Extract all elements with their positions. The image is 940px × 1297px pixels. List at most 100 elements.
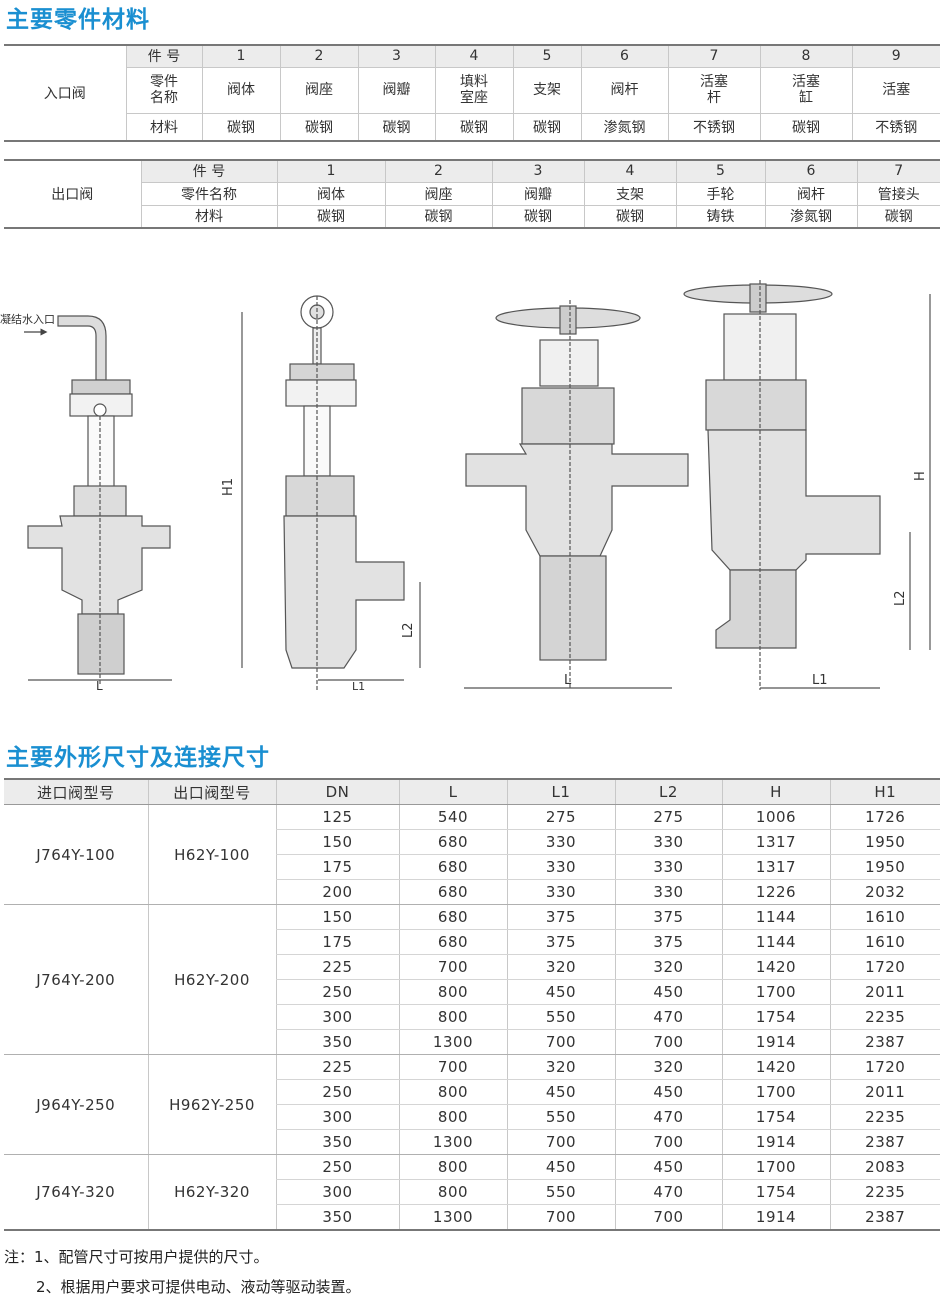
row-header-material: 材料 [140, 205, 277, 229]
part-material: 渗氮钢 [764, 205, 857, 229]
part-name: 阀瓣 [491, 182, 584, 206]
part-name-text: 阀杆 [610, 82, 639, 98]
part-material: 不锈钢 [851, 113, 940, 142]
table-cell: 320 [506, 1054, 615, 1080]
part-name: 阀座 [384, 182, 492, 206]
table-cell: 350 [275, 1029, 399, 1055]
table-cell: 175 [275, 854, 399, 880]
part-material: 碳钢 [434, 113, 513, 142]
dim-L2-1: L2 [401, 622, 416, 638]
table-cell: 320 [614, 1054, 722, 1080]
table-cell: 200 [275, 879, 399, 905]
table-cell: 1144 [721, 929, 830, 955]
table-cell: 1720 [829, 954, 940, 980]
column-header: DN [275, 779, 399, 805]
part-number: 2 [384, 160, 492, 183]
part-name-text: 填料室座 [460, 74, 488, 106]
table-cell: 300 [275, 1179, 399, 1205]
note-2: 2、根据用户要求可提供电动、液动等驱动装置。 [36, 1278, 361, 1296]
inlet-arrow-label: 凝结水入口 [0, 312, 55, 326]
column-header: H1 [829, 779, 940, 805]
table-cell: 350 [275, 1129, 399, 1155]
table-cell: 350 [275, 1204, 399, 1231]
outlet-label: 出口阀 [4, 160, 141, 228]
table-cell: 700 [614, 1129, 722, 1155]
table-cell: 1144 [721, 904, 830, 930]
dim-L1-2: L1 [812, 673, 828, 688]
part-name: 阀杆 [580, 67, 668, 114]
column-header: H [721, 779, 830, 805]
row-header-name: 零件名称 [140, 182, 277, 206]
table-cell: 175 [275, 929, 399, 955]
dim-H: H [913, 471, 928, 481]
table-cell: 330 [614, 854, 722, 880]
part-number: 6 [580, 45, 668, 68]
table-cell: 150 [275, 904, 399, 930]
table-cell: 330 [614, 829, 722, 855]
inlet-model: J964Y-250 [4, 1054, 148, 1155]
row-header-name: 零件名称 [125, 67, 202, 114]
table-cell: 2032 [829, 879, 940, 905]
table-cell: 450 [614, 1154, 722, 1180]
table-cell: 700 [506, 1129, 615, 1155]
table-cell: 550 [506, 1179, 615, 1205]
table-cell: 2387 [829, 1129, 940, 1155]
part-name-text: 活塞 [882, 82, 911, 98]
table-cell: 550 [506, 1104, 615, 1130]
part-material: 碳钢 [583, 205, 676, 229]
table-cell: 330 [614, 879, 722, 905]
table-cell: 550 [506, 1004, 615, 1030]
outlet-model: H62Y-200 [147, 904, 276, 1055]
table-cell: 1950 [829, 829, 940, 855]
table-cell: 700 [614, 1204, 722, 1231]
table-cell: 1610 [829, 929, 940, 955]
column-header: L2 [614, 779, 722, 805]
part-name: 阀体 [201, 67, 280, 114]
table-cell: 800 [398, 1154, 507, 1180]
dim-L-1: L [96, 679, 103, 693]
table-cell: 1754 [721, 1104, 830, 1130]
part-material: 碳钢 [759, 113, 852, 142]
table-cell: 320 [506, 954, 615, 980]
table-cell: 1700 [721, 979, 830, 1005]
part-name-text: 活塞缸 [792, 74, 820, 106]
column-header: 进口阀型号 [4, 779, 148, 805]
table-cell: 450 [614, 1079, 722, 1105]
part-material: 不锈钢 [667, 113, 760, 142]
table-cell: 800 [398, 1004, 507, 1030]
column-header: L1 [506, 779, 615, 805]
part-name: 活塞杆 [667, 67, 760, 114]
table-cell: 1610 [829, 904, 940, 930]
table-cell: 540 [398, 804, 507, 830]
table-cell: 225 [275, 954, 399, 980]
table-cell: 250 [275, 1154, 399, 1180]
inlet-model: J764Y-320 [4, 1154, 148, 1231]
table-cell: 2387 [829, 1204, 940, 1231]
table-cell: 800 [398, 979, 507, 1005]
part-number: 2 [279, 45, 358, 68]
table-cell: 450 [506, 1079, 615, 1105]
table-cell: 375 [614, 904, 722, 930]
part-material: 碳钢 [856, 205, 940, 229]
table-cell: 125 [275, 804, 399, 830]
table-cell: 450 [506, 979, 615, 1005]
table-cell: 250 [275, 1079, 399, 1105]
drawing-inlet-valve-large [465, 300, 689, 690]
part-name: 手轮 [675, 182, 765, 206]
part-name-text: 阀瓣 [382, 82, 411, 98]
table-cell: 800 [398, 1179, 507, 1205]
table-cell: 1006 [721, 804, 830, 830]
dim-L-2: L [564, 673, 572, 688]
table-cell: 2011 [829, 979, 940, 1005]
table-cell: 1754 [721, 1004, 830, 1030]
table-cell: 275 [506, 804, 615, 830]
note-1: 注：1、配管尺寸可按用户提供的尺寸。 [4, 1248, 269, 1266]
